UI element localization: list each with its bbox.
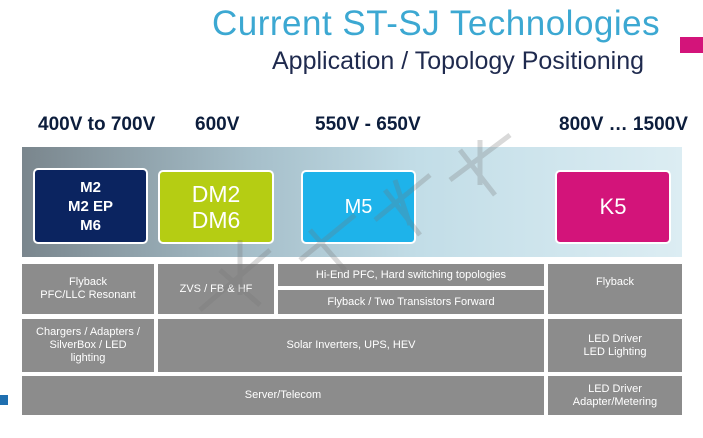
app-cell-led-driver-lighting: LED Driver LED Lighting [548, 319, 682, 372]
app-cell-flyback-pfc-line-1: Flyback [69, 276, 107, 288]
app-cell-flyback-two-transistors: Flyback / Two Transistors Forward [278, 290, 544, 314]
app-cell-flyback-k5: Flyback [548, 264, 682, 314]
voltage-label-k5: 800V … 1500V [559, 114, 688, 135]
app-cell-server-label: Server/Telecom [244, 389, 322, 401]
app-cell-solar-label: Solar Inverters, UPS, HEV [286, 339, 416, 351]
chip-m5: M5 [301, 170, 416, 244]
chip-k5: K5 [555, 170, 671, 244]
chip-m2-line-3: M6 [80, 216, 101, 234]
logo-fragment-icon [0, 395, 8, 405]
app-cell-hiend-pfc: Hi-End PFC, Hard switching topologies [278, 264, 544, 286]
app-cell-flyback-two-transistors-label: Flyback / Two Transistors Forward [327, 295, 495, 308]
app-cell-flyback-pfc-line-2: PFC/LLC Resonant [40, 289, 136, 301]
chip-dm-line-2: DM6 [191, 207, 241, 233]
voltage-label-m5: 550V - 650V [315, 114, 421, 135]
app-cell-chargers: Chargers / Adapters / SilverBox / LED li… [22, 319, 154, 372]
chip-m2: M2 M2 EP M6 [33, 168, 148, 244]
app-cell-led-driver-lighting-line-2: LED Lighting [583, 345, 647, 358]
app-cell-chargers-line-3: lighting [70, 352, 106, 364]
voltage-label-dm: 600V [195, 114, 240, 135]
accent-bar [680, 37, 703, 53]
app-cell-flyback-k5-label: Flyback [596, 275, 634, 288]
app-cell-led-driver-adapter: LED Driver Adapter/Metering [548, 376, 682, 415]
app-cell-led-driver-lighting-line-1: LED Driver [588, 332, 642, 345]
app-cell-zvs-label: ZVS / FB & HF [179, 282, 253, 295]
app-cell-solar: Solar Inverters, UPS, HEV [158, 319, 544, 372]
app-cell-hiend-pfc-label: Hi-End PFC, Hard switching topologies [315, 268, 507, 281]
chip-dm-line-1: DM2 [191, 181, 241, 207]
chip-k5-label: K5 [599, 194, 627, 219]
chip-m2-line-1: M2 [80, 178, 101, 196]
app-cell-zvs: ZVS / FB & HF [158, 264, 274, 314]
app-cell-led-driver-adapter-line-2: Adapter/Metering [572, 395, 658, 408]
app-cell-chargers-line-1: Chargers / Adapters / [36, 326, 140, 338]
app-cell-flyback-pfc: Flyback PFC/LLC Resonant [22, 264, 154, 314]
voltage-label-m2: 400V to 700V [38, 114, 156, 135]
app-cell-led-driver-adapter-line-1: LED Driver [588, 382, 642, 395]
app-cell-chargers-line-2: SilverBox / LED [49, 339, 127, 351]
chip-dm: DM2 DM6 [158, 170, 274, 244]
chip-m2-line-2: M2 EP [67, 197, 113, 215]
page-subtitle: Application / Topology Positioning [272, 47, 645, 75]
page-title: Current ST-SJ Technologies [212, 4, 661, 43]
chip-m5-label: M5 [344, 195, 373, 218]
app-cell-server: Server/Telecom [22, 376, 544, 415]
